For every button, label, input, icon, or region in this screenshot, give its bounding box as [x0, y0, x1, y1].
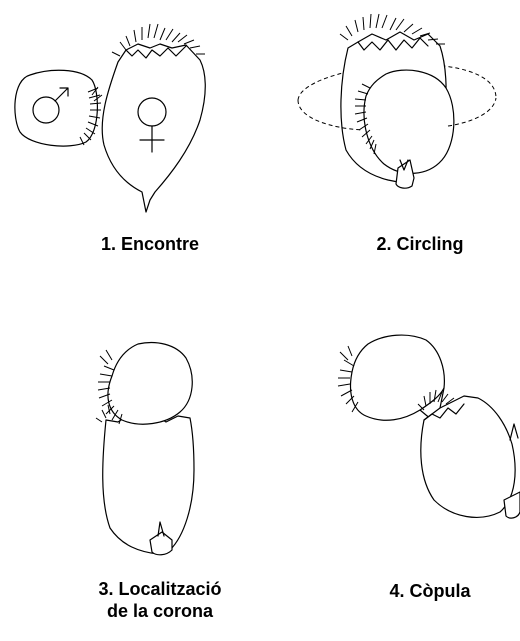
step-4-caption: 4. Còpula: [360, 580, 500, 602]
panel-circling: [298, 14, 496, 188]
step-1-caption: 1. Encontre: [70, 233, 230, 255]
female-toe: [510, 424, 518, 440]
panel-encounter: [15, 24, 205, 212]
female-rotifer: [103, 414, 194, 554]
step-3-caption-line1: 3. Localització: [60, 578, 260, 600]
female-rotifer: [102, 44, 205, 212]
female-rotifer: [421, 396, 515, 517]
male-rotifer: [108, 343, 192, 425]
orbit-path-front-right: [448, 98, 496, 126]
panel-corona-localization: [96, 343, 194, 555]
panel-copulation: [338, 335, 520, 518]
male-rotifer: [351, 335, 445, 420]
male-rotifer: [364, 70, 454, 173]
step-3-caption-line2: de la corona: [60, 600, 260, 622]
step-2-caption: 2. Circling: [340, 233, 500, 255]
step-3-caption: 3. Localització de la corona: [60, 578, 260, 622]
